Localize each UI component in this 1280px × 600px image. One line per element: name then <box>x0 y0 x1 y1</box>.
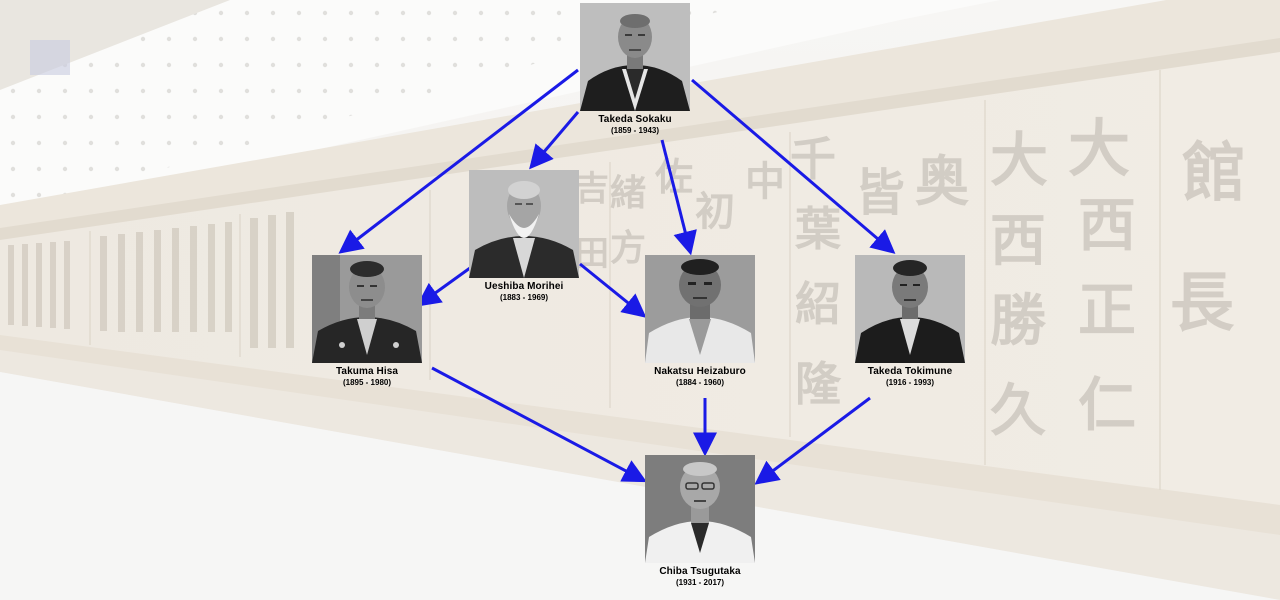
person-name: Nakatsu Heizaburo <box>654 366 746 377</box>
svg-text:隆: 隆 <box>795 357 842 411</box>
svg-text:緒: 緒 <box>610 173 646 214</box>
svg-text:紹: 紹 <box>795 277 841 331</box>
portrait-photo <box>312 255 422 363</box>
svg-text:仁: 仁 <box>1078 371 1136 439</box>
svg-text:千: 千 <box>790 132 836 186</box>
svg-text:皆: 皆 <box>855 164 905 222</box>
svg-text:佐: 佐 <box>654 155 693 199</box>
svg-text:勝: 勝 <box>990 289 1047 354</box>
svg-text:正: 正 <box>1078 276 1136 344</box>
svg-text:西: 西 <box>990 209 1046 274</box>
person-node-ueshiba-morihei: Ueshiba Morihei (1883 - 1969) <box>469 170 579 302</box>
person-dates: (1916 - 1993) <box>885 378 935 387</box>
svg-text:田: 田 <box>575 234 609 274</box>
person-node-chiba-tsugutaka: Chiba Tsugutaka (1931 - 2017) <box>645 455 755 587</box>
svg-text:大: 大 <box>990 126 1048 194</box>
svg-text:中: 中 <box>745 159 785 205</box>
person-name: Ueshiba Morihei <box>484 281 564 292</box>
svg-text:館: 館 <box>1182 137 1246 211</box>
person-dates: (1895 - 1980) <box>342 378 392 387</box>
svg-text:久: 久 <box>990 379 1046 444</box>
person-name: Chiba Tsugutaka <box>659 566 741 577</box>
svg-text:葉: 葉 <box>794 202 842 256</box>
person-node-takeda-sokaku: Takeda Sokaku (1859 - 1943) <box>580 3 690 135</box>
svg-text:奥: 奥 <box>915 150 969 213</box>
svg-text:初: 初 <box>695 189 735 235</box>
svg-text:方: 方 <box>610 228 646 269</box>
person-node-takeda-tokimune: Takeda Tokimune (1916 - 1993) <box>855 255 965 387</box>
svg-text:西: 西 <box>1078 191 1136 259</box>
portrait-photo <box>855 255 965 363</box>
portrait-photo <box>580 3 690 111</box>
person-dates: (1883 - 1969) <box>499 293 549 302</box>
portrait-photo <box>645 255 755 363</box>
person-dates: (1884 - 1960) <box>675 378 725 387</box>
person-node-nakatsu-heizaburo: Nakatsu Heizaburo (1884 - 1960) <box>645 255 755 387</box>
person-name: Takeda Tokimune <box>867 366 953 377</box>
svg-text:大: 大 <box>1068 112 1130 185</box>
person-name: Takuma Hisa <box>335 366 399 377</box>
portrait-photo <box>469 170 579 278</box>
person-dates: (1859 - 1943) <box>610 126 660 135</box>
portrait-photo <box>645 455 755 563</box>
person-name: Takeda Sokaku <box>598 114 672 125</box>
svg-text:吉: 吉 <box>575 169 609 209</box>
svg-text:長: 長 <box>1170 267 1235 341</box>
person-node-takuma-hisa: Takuma Hisa (1895 - 1980) <box>312 255 422 387</box>
person-dates: (1931 - 2017) <box>675 578 725 587</box>
